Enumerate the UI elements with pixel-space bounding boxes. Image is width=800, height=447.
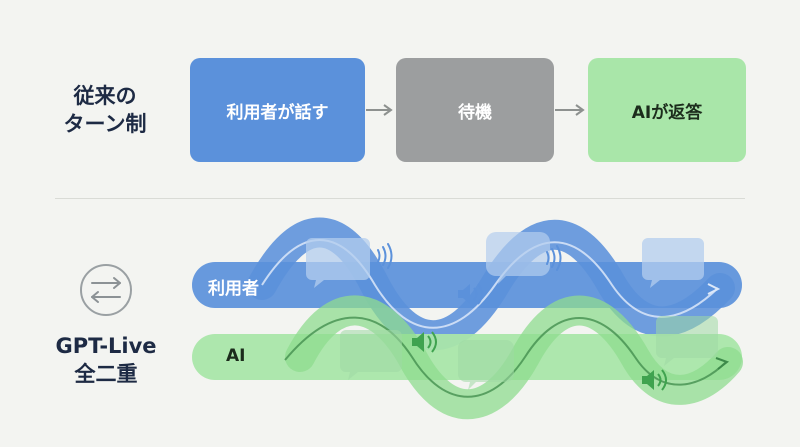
full-duplex-label: GPT-Live 全二重 xyxy=(55,334,157,386)
sound-waves-icon xyxy=(377,243,562,271)
step-ai-replies: AIが返答 xyxy=(588,58,746,162)
section-divider xyxy=(55,198,745,199)
arrow-2-head xyxy=(575,104,585,116)
swap-arrows-icon xyxy=(80,264,132,316)
lane-ai-label: AI xyxy=(226,346,246,366)
speech-bubble-icon xyxy=(306,232,718,390)
speaker-icon xyxy=(412,283,667,391)
arrow-1-head xyxy=(383,104,393,116)
step-ai-replies-label: AIが返答 xyxy=(631,102,703,123)
step-wait-label: 待機 xyxy=(458,102,492,123)
step-wait: 待機 xyxy=(396,58,554,162)
turn-based-label: 従来の ターン制 xyxy=(63,84,147,136)
lane-user-label: 利用者 xyxy=(208,279,259,299)
step-user-speaks-label: 利用者が話す xyxy=(226,102,329,123)
step-user-speaks: 利用者が話す xyxy=(190,58,365,162)
